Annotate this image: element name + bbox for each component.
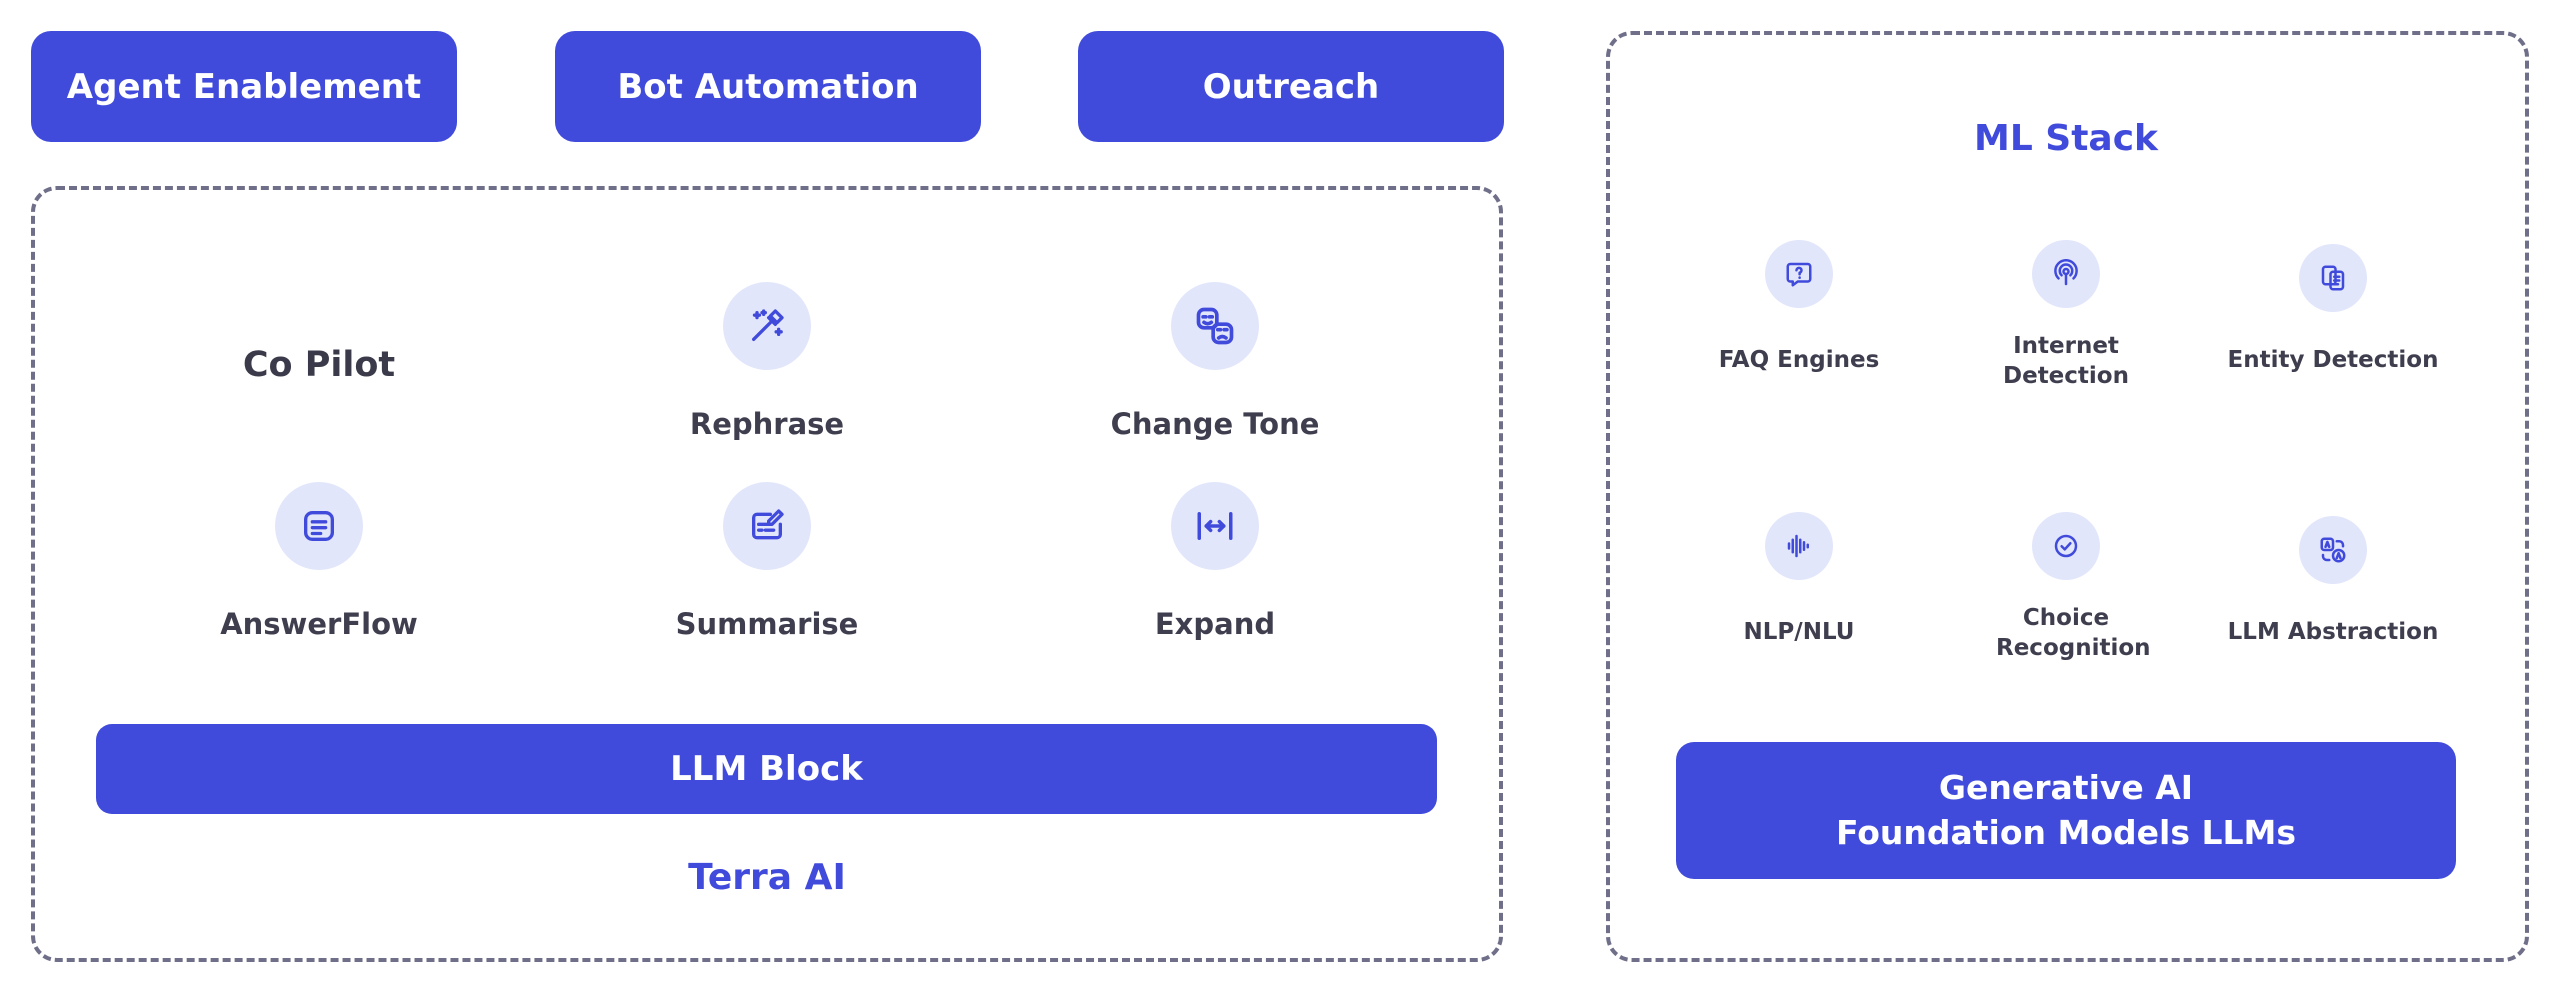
question-chat-icon bbox=[1765, 240, 1833, 308]
ml-label-internet-detection: Internet Detection bbox=[2001, 332, 2131, 392]
ml-stack-title: ML Stack bbox=[1973, 118, 2159, 159]
ml-label-entity-detection: Entity Detection bbox=[2227, 347, 2439, 373]
audio-wave-icon bbox=[1765, 512, 1833, 580]
feature-label-answerflow: AnswerFlow bbox=[220, 607, 418, 641]
generative-ai-line1: Generative AI bbox=[1938, 767, 2194, 807]
magic-wand-icon bbox=[723, 282, 811, 370]
feature-label-rephrase: Rephrase bbox=[689, 407, 845, 441]
ml-label-nlp-nlu: NLP/NLU bbox=[1743, 619, 1855, 645]
feature-label-expand: Expand bbox=[1154, 607, 1276, 641]
ml-label-choice-recognition: Choice Recognition bbox=[1996, 604, 2151, 664]
expand-arrows-icon bbox=[1171, 482, 1259, 570]
ml-label-llm-abstraction: LLM Abstraction bbox=[2227, 619, 2439, 645]
translate-icon bbox=[2299, 516, 2367, 584]
edit-note-icon bbox=[723, 482, 811, 570]
feature-label-change-tone: Change Tone bbox=[1110, 407, 1320, 441]
terra-ai-label: Terra AI bbox=[688, 857, 846, 898]
ml-label-faq-engines: FAQ Engines bbox=[1718, 347, 1880, 373]
generative-ai-line2: Foundation Models LLMs bbox=[1836, 812, 2296, 852]
generative-ai-foundation-button[interactable]: Generative AI Foundation Models LLMs bbox=[1676, 742, 2456, 879]
check-circle-icon bbox=[2032, 512, 2100, 580]
outreach-button[interactable]: Outreach bbox=[1078, 31, 1504, 142]
ml-stack-container bbox=[1606, 31, 2529, 962]
note-icon bbox=[275, 482, 363, 570]
agent-enablement-button[interactable]: Agent Enablement bbox=[31, 31, 457, 142]
signal-pin-icon bbox=[2032, 240, 2100, 308]
feature-label-summarise: Summarise bbox=[675, 607, 859, 641]
llm-block-button[interactable]: LLM Block bbox=[96, 724, 1437, 814]
document-copy-icon bbox=[2299, 244, 2367, 312]
ml-label-internet-detection-text: Internet Detection bbox=[2003, 333, 2129, 389]
co-pilot-title: Co Pilot bbox=[242, 345, 396, 385]
theater-masks-icon bbox=[1171, 282, 1259, 370]
bot-automation-button[interactable]: Bot Automation bbox=[555, 31, 981, 142]
terra-ai-container bbox=[31, 186, 1503, 962]
ml-label-choice-recognition-text: Choice Recognition bbox=[1996, 605, 2151, 661]
